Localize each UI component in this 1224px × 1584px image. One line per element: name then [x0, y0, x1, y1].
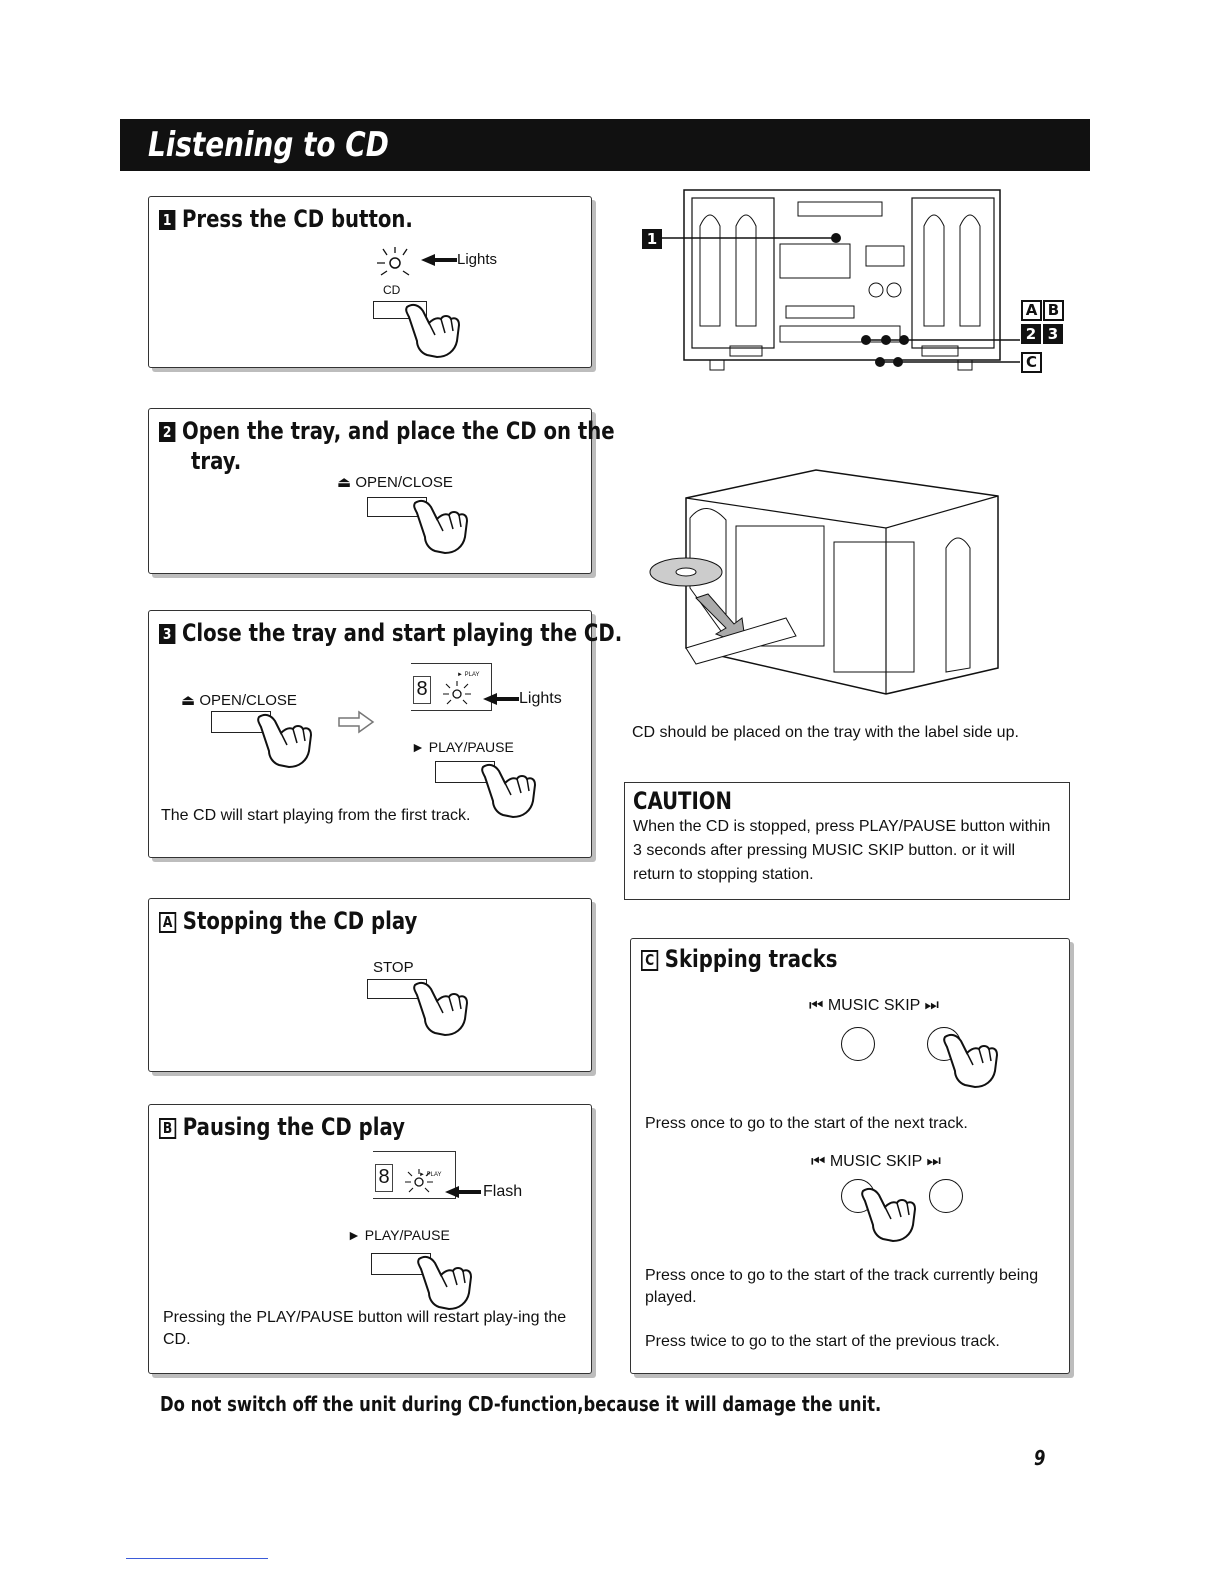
pointing-hand-icon [257, 713, 312, 768]
caution-text: When the CD is stopped, press PLAY/PAUSE… [633, 818, 1051, 883]
pointing-hand-icon [413, 499, 468, 554]
callout-c: C [1021, 352, 1042, 373]
cd-tray-illustration [649, 469, 999, 695]
pointing-hand-icon [413, 981, 468, 1036]
step-3-indicator-label: Lights [519, 690, 562, 707]
caution-title: CAUTION [633, 787, 733, 815]
step-2-badge: 2 [159, 422, 176, 442]
arrow-left-icon [445, 1186, 481, 1198]
pointing-hand-icon [481, 763, 536, 818]
cd-button-label: CD [383, 283, 401, 297]
segment-digit: 8 [413, 676, 431, 704]
callout-2: 2 [1021, 324, 1041, 344]
play-pause-label: ► PLAY/PAUSE [411, 739, 514, 755]
bottom-rule [126, 1558, 268, 1559]
step-c-badge: C [641, 950, 659, 971]
arrow-right-icon [338, 710, 375, 734]
light-indicator-icon [377, 247, 410, 276]
page-number: 9 [1034, 1446, 1046, 1470]
arrow-left-icon [421, 254, 457, 266]
display-window: 8 ► PLAY [411, 663, 492, 711]
caution-box: CAUTION When the CD is stopped, press PL… [624, 782, 1070, 900]
skip-current-note: Press once to go to the start of the tra… [645, 1267, 1039, 1306]
step-b-note: Pressing the PLAY/PAUSE button will rest… [163, 1309, 567, 1348]
pointing-hand-icon [405, 303, 460, 358]
music-skip-label: ⏮ MUSIC SKIP ⏭ [809, 997, 939, 1014]
pointing-hand-icon [861, 1187, 916, 1242]
step-a-heading: Stopping the CD play [182, 907, 418, 935]
skip-previous-note: Press twice to go to the start of the pr… [645, 1333, 1000, 1350]
light-indicator-icon [443, 681, 471, 705]
step-1-badge: 1 [159, 210, 176, 230]
step-a-badge: A [159, 912, 177, 933]
page-title-bar: Listening to CD [120, 119, 1090, 171]
music-skip-label-2: ⏮ MUSIC SKIP ⏭ [811, 1153, 941, 1170]
step-b-heading: Pausing the CD play [182, 1113, 405, 1141]
callout-3: 3 [1043, 324, 1063, 344]
stop-button-label: STOP [373, 959, 414, 976]
skip-forward-button[interactable] [929, 1179, 963, 1213]
segment-digit: 8 [375, 1164, 393, 1192]
display-play-text: ► PLAY [457, 672, 480, 678]
flash-indicator-icon [405, 1169, 433, 1193]
step-1-heading: Press the CD button. [181, 205, 413, 233]
open-close-button-label: ⏏ OPEN/CLOSE [337, 474, 453, 491]
pointing-hand-icon [943, 1033, 998, 1088]
step-c-heading: Skipping tracks [664, 945, 838, 973]
callout-b: B [1043, 300, 1064, 321]
step-b-badge: B [159, 1118, 177, 1139]
step-3-heading: Close the tray and start playing the CD. [181, 619, 623, 647]
page-title: Listening to CD [148, 125, 389, 165]
open-close-label: ⏏ OPEN/CLOSE [181, 692, 297, 709]
play-pause-label: ► PLAY/PAUSE [347, 1227, 450, 1243]
stereo-front-illustration [662, 189, 1020, 371]
skip-back-button[interactable] [841, 1027, 875, 1061]
pointing-hand-icon [417, 1255, 472, 1310]
display-window: 8 ► PLAY [373, 1151, 456, 1199]
arrow-left-icon [483, 693, 519, 705]
display-play-text: ► PLAY [419, 1172, 442, 1178]
callout-a: A [1021, 300, 1042, 321]
footer-warning: Do not switch off the unit during CD-fun… [160, 1392, 882, 1416]
step-1-indicator-label: Lights [457, 251, 498, 268]
front-view-diagram: 1 A B 2 3 C [640, 186, 1080, 386]
step-b-indicator-label: Flash [483, 1183, 523, 1200]
step-3-badge: 3 [159, 624, 176, 644]
step-3-note: The CD will start playing from the first… [161, 807, 471, 824]
tray-caption: CD should be placed on the tray with the… [632, 724, 1019, 741]
skip-next-note: Press once to go to the start of the nex… [645, 1115, 968, 1132]
callout-1: 1 [642, 229, 662, 249]
step-2-heading-line1: Open the tray, and place the CD on the [181, 417, 615, 445]
step-2-heading-line2: tray. [191, 447, 242, 475]
